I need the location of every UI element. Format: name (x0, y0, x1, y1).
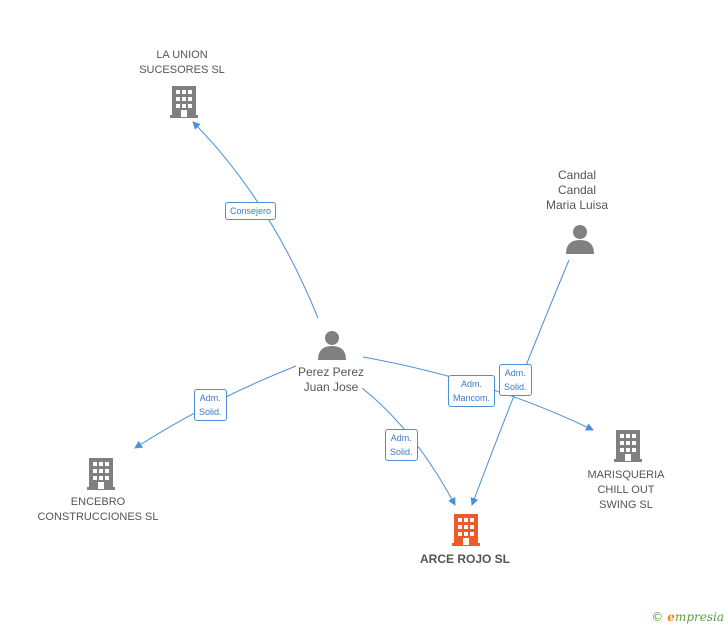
label-line: Candal (557, 168, 597, 182)
building-icon (87, 458, 115, 490)
building-icon (170, 86, 198, 118)
edge-consejero (192, 121, 319, 319)
edge-label-line: Adm. (461, 379, 483, 389)
label-line: Candal (557, 183, 597, 197)
edge-label-arce: Adm. Solid. (385, 429, 418, 461)
edge-label-line: Mancom. (453, 393, 491, 403)
copyright-symbol: © (651, 610, 664, 624)
building-icon (614, 430, 642, 462)
edge-label-consejero: Consejero (225, 202, 277, 220)
edge-label-line: Consejero (230, 206, 272, 216)
person-icon (318, 331, 346, 360)
label-line: ENCEBRO (70, 496, 126, 508)
node-label-candal[interactable]: Candal Candal Maria Luisa (546, 168, 608, 213)
main-building-icon (452, 514, 480, 546)
node-label-perez[interactable]: Perez Perez Juan Jose (298, 365, 364, 395)
node-label-encebro[interactable]: ENCEBRO CONSTRUCCIONES SL (37, 495, 158, 525)
node-label-la-union[interactable]: LA UNION SUCESORES SL (139, 48, 225, 78)
node-label-arce[interactable]: ARCE ROJO SL (420, 552, 510, 567)
label-line: SUCESORES SL (139, 64, 225, 76)
label-line: LA UNION (156, 49, 208, 61)
edge-label-line: Adm. (390, 433, 412, 443)
label-line: MARISQUERIA (587, 469, 665, 481)
edge-label-candal: Adm. Solid. (499, 364, 532, 396)
person-icon (566, 225, 594, 254)
edge-label-line: Solid. (199, 407, 222, 417)
label-line: SWING SL (599, 499, 653, 511)
node-label-marisqueria[interactable]: MARISQUERIA CHILL OUT SWING SL (587, 468, 664, 513)
label-line: CONSTRUCCIONES SL (37, 511, 159, 523)
label-line: ARCE ROJO SL (419, 552, 511, 566)
label-line: Juan Jose (303, 380, 359, 394)
label-line: Perez Perez (297, 365, 365, 379)
brand-initial: e (667, 610, 675, 624)
edge-label-encebro: Adm. Solid. (194, 389, 227, 421)
brand-name: mpresia (674, 610, 724, 624)
empresia-watermark: ©empresia (651, 610, 724, 624)
edge-label-marisqueria: Adm. Mancom. (448, 375, 496, 407)
edge-label-line: Adm. (504, 368, 526, 378)
edge-label-line: Adm. (199, 393, 221, 403)
label-line: CHILL OUT (597, 484, 655, 496)
label-line: Maria Luisa (545, 198, 609, 212)
edge-label-line: Solid. (390, 447, 413, 457)
edge-label-line: Solid. (504, 382, 527, 392)
